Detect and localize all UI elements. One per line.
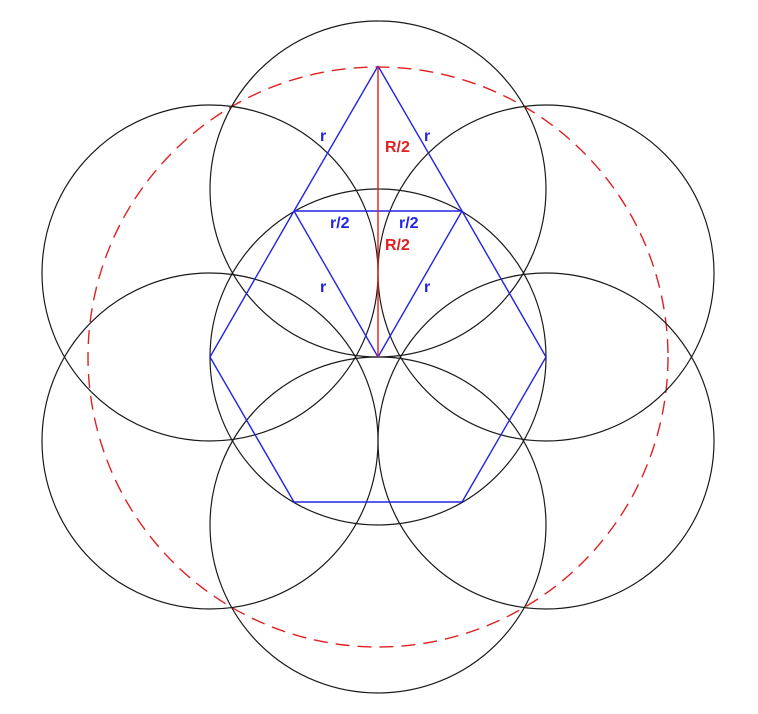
label-r-half-left: r/2 <box>330 215 350 232</box>
circle-lower-right <box>377 272 715 610</box>
label-r-upper-right: r <box>424 128 430 145</box>
line-left-center <box>293 210 379 358</box>
line-apex-right <box>377 65 463 212</box>
label-R-half-lower: R/2 <box>385 237 410 254</box>
label-r-half-right: r/2 <box>399 215 419 232</box>
line-right-center <box>377 210 463 358</box>
line-apex-left <box>293 65 379 212</box>
construction-lines <box>209 65 547 503</box>
label-r-lower-right: r <box>424 279 430 296</box>
label-R-half-upper: R/2 <box>385 139 410 156</box>
label-r-lower-left: r <box>320 279 326 296</box>
label-r-upper-left: r <box>320 128 326 145</box>
